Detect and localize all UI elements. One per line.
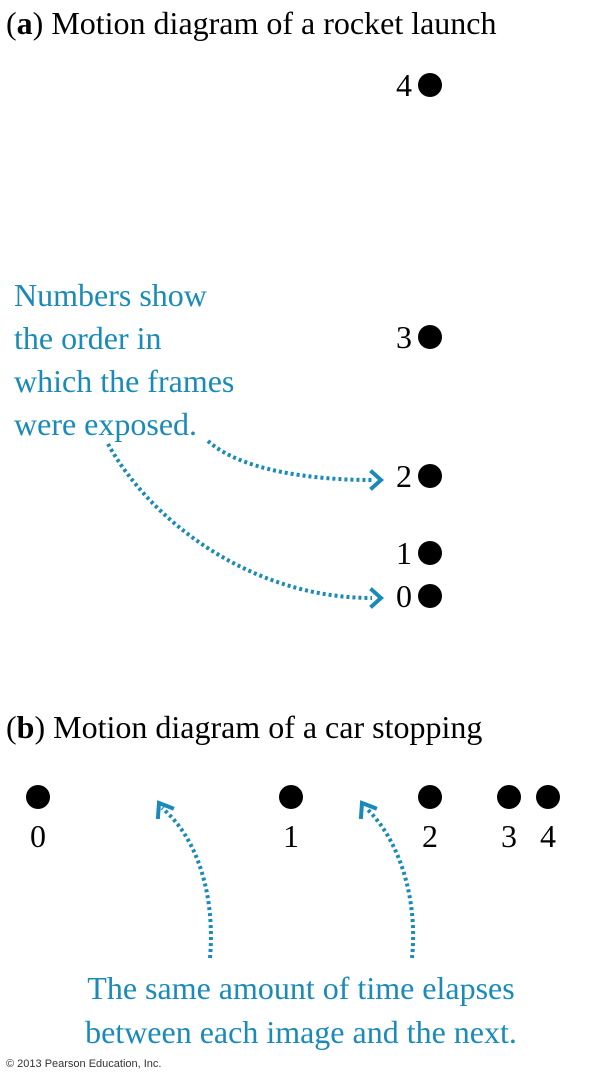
panel-b-letter: b (16, 709, 35, 745)
arrowhead-icon (358, 800, 378, 820)
panel-a-title: (a) Motion diagram of a rocket launch (6, 5, 497, 41)
car-frame-label: 4 (540, 818, 556, 854)
rocket-dot (418, 584, 442, 608)
rocket-frame-label: 2 (396, 458, 412, 494)
arrow-to-interval-2 (364, 806, 416, 959)
rocket-dot (418, 73, 442, 97)
car-dot (536, 785, 560, 809)
equal-time-callout: The same amount of time elapses between … (0, 966, 602, 1054)
callout-line: were exposed. (14, 406, 198, 442)
callout-line: The same amount of time elapses (87, 970, 515, 1006)
rocket-dot (418, 325, 442, 349)
arrowhead-icon (369, 587, 385, 609)
panel-a-title-text: Motion diagram of a rocket launch (51, 5, 497, 41)
arrow-to-frame-0 (106, 443, 373, 600)
callout-line: between each image and the next. (85, 1014, 517, 1050)
rocket-frame-label: 0 (396, 578, 412, 614)
car-dot (279, 785, 303, 809)
rocket-dot (418, 464, 442, 488)
rocket-frame-label: 3 (396, 319, 412, 355)
rocket-frame-label: 4 (396, 67, 412, 103)
car-dot (418, 785, 442, 809)
panel-b-title: (b) Motion diagram of a car stopping (6, 709, 483, 745)
arrowhead-icon (369, 469, 385, 491)
copyright-notice: © 2013 Pearson Education, Inc. (6, 1058, 162, 1070)
car-dot (26, 785, 50, 809)
rocket-frame-label: 1 (396, 535, 412, 571)
rocket-dot (418, 541, 442, 565)
frame-order-callout: Numbers show the order in which the fram… (14, 274, 314, 446)
callout-line: the order in (14, 320, 162, 356)
panel-b-title-text: Motion diagram of a car stopping (53, 709, 483, 745)
arrow-to-frame-2 (206, 439, 373, 482)
panel-a-letter: a (16, 5, 33, 41)
arrowhead-icon (155, 800, 175, 820)
car-frame-label: 1 (283, 818, 299, 854)
callout-line: Numbers show (14, 277, 207, 313)
car-dot (497, 785, 521, 809)
car-frame-label: 2 (422, 818, 438, 854)
car-frame-label: 0 (30, 818, 46, 854)
car-frame-label: 3 (501, 818, 517, 854)
arrow-to-interval-1 (160, 806, 213, 959)
callout-line: which the frames (14, 363, 235, 399)
